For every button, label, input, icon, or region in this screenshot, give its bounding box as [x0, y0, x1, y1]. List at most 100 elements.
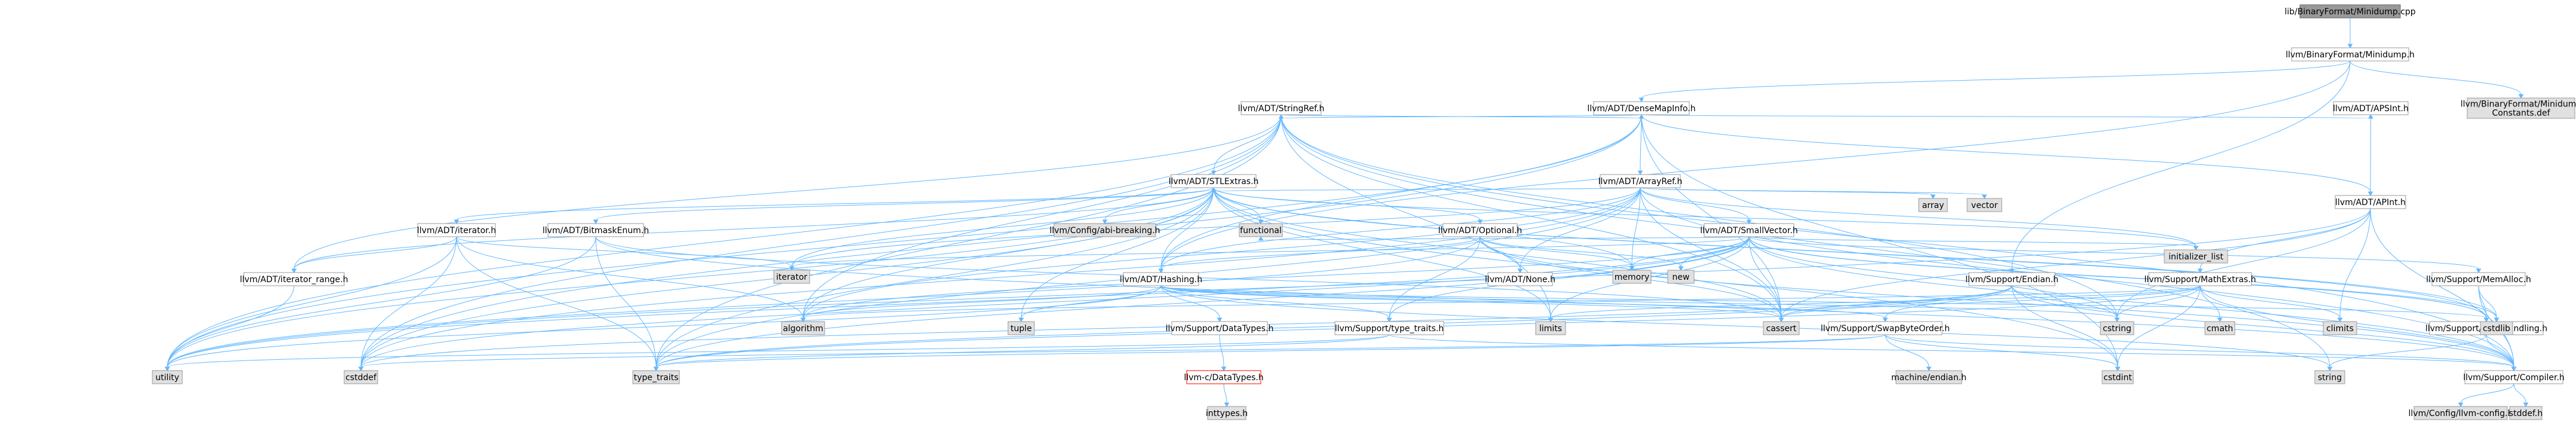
edge-iterator_h-to-cstddef	[360, 236, 457, 368]
node-box-utility	[152, 370, 183, 384]
edge-arrowhead-swapbyteorder-to-type_traits	[653, 366, 659, 371]
edge-mathextras-to-limits	[1550, 285, 2201, 319]
edge-iterator_range-to-utility	[167, 285, 295, 368]
node-apsint[interactable]: llvm/ADT/APSInt.h	[2333, 101, 2409, 115]
node-box-none	[1487, 272, 1553, 286]
node-type_traits_h[interactable]: llvm/Support/type_traits.h	[1334, 321, 1444, 335]
edge-smallvector-to-utility	[167, 236, 1750, 368]
node-limits: limits	[1535, 321, 1566, 335]
node-cstring: cstring	[2100, 321, 2134, 335]
edge-iterator_h-to-iterator	[456, 236, 792, 267]
edge-arrowhead-stringref-to-densemapinfo	[1638, 114, 1644, 119]
node-arrayref[interactable]: llvm/ADT/ArrayRef.h	[1598, 174, 1683, 188]
edge-endian-to-cstring	[2011, 285, 2118, 319]
node-densemapinfo[interactable]: llvm/ADT/DenseMapInfo.h	[1587, 101, 1696, 115]
node-optional[interactable]: llvm/ADT/Optional.h	[1438, 223, 1523, 237]
node-memalloc[interactable]: llvm/Support/MemAlloc.h	[2426, 272, 2531, 286]
node-llvm_config: llvm/Config/llvm-config.h	[2409, 406, 2513, 420]
node-cstdlib: cstdlib	[2480, 321, 2513, 335]
edge-arrowhead-stlextras-to-bitmaskenum	[593, 219, 599, 224]
node-box-inttypes	[1207, 406, 1246, 420]
edge-arrowhead-smallvector-to-memory	[1629, 266, 1635, 271]
node-box-mathextras	[2148, 272, 2252, 286]
edge-stlextras-to-cassert	[1213, 187, 1782, 319]
node-tuple: tuple	[1007, 321, 1035, 335]
node-iterator_range[interactable]: llvm/ADT/iterator_range.h	[240, 272, 348, 286]
node-label-new: new	[1673, 273, 1690, 282]
node-vector: vector	[1967, 198, 2002, 212]
node-iterator_h[interactable]: llvm/ADT/iterator.h	[417, 223, 496, 237]
node-label-minidump_def: Constants.def	[2492, 109, 2550, 118]
edge-stringref-to-algorithm	[802, 114, 1282, 319]
node-box-datatypes_h	[1171, 321, 1268, 335]
node-hashing[interactable]: llvm/ADT/Hashing.h	[1120, 272, 1202, 286]
edge-memalloc-to-cstdlib	[2478, 285, 2497, 319]
edge-minidump_h-to-minidump_def	[2350, 60, 2522, 95]
node-compiler[interactable]: llvm/Support/Compiler.h	[2463, 370, 2565, 384]
edge-arrowhead-hashing-to-type_traits_h	[1386, 317, 1392, 322]
node-box-cstddef	[344, 370, 378, 384]
node-bitmaskenum[interactable]: llvm/ADT/BitmaskEnum.h	[543, 223, 649, 237]
node-apint[interactable]: llvm/ADT/APInt.h	[2335, 195, 2406, 209]
node-mathextras[interactable]: llvm/Support/MathExtras.h	[2144, 272, 2256, 286]
node-box-optional	[1442, 223, 1518, 237]
node-box-cstdlib	[2480, 321, 2513, 335]
node-smallvector[interactable]: llvm/ADT/SmallVector.h	[1700, 223, 1798, 237]
node-label-array: array	[1922, 201, 1944, 210]
node-label-utility: utility	[155, 373, 179, 383]
node-label-cassert: cassert	[1766, 324, 1797, 334]
node-box-c_datatypes	[1186, 370, 1261, 384]
node-box-swapbyteorder	[1828, 321, 1943, 335]
node-label-endian: llvm/Support/Endian.h	[1965, 275, 2059, 285]
node-label-cmath: cmath	[2207, 324, 2233, 334]
node-label-datatypes_h: llvm/Support/DataTypes.h	[1166, 324, 1274, 334]
node-stringref[interactable]: llvm/ADT/StringRef.h	[1238, 101, 1325, 115]
edge-arrowhead-compiler-to-stddef	[2523, 402, 2529, 407]
edge-smallvector-to-cstdlib	[1748, 236, 2497, 319]
edge-smallvector-to-cstddef	[360, 236, 1750, 368]
edge-stlextras-to-iterator	[791, 187, 1214, 267]
node-minidump_h[interactable]: llvm/BinaryFormat/Minidump.h	[2286, 47, 2415, 62]
node-box-abibreaking	[1053, 223, 1156, 237]
node-none[interactable]: llvm/ADT/None.h	[1485, 272, 1555, 286]
node-functional: functional	[1239, 223, 1283, 237]
node-label-apint: llvm/ADT/APInt.h	[2335, 198, 2406, 207]
node-label-hashing: llvm/ADT/Hashing.h	[1120, 275, 1202, 285]
edge-optional-to-type_traits_h	[1389, 236, 1481, 319]
node-datatypes_h[interactable]: llvm/Support/DataTypes.h	[1166, 321, 1274, 335]
node-endian[interactable]: llvm/Support/Endian.h	[1965, 272, 2059, 286]
node-box-smallvector	[1704, 223, 1794, 237]
node-box-stlextras	[1171, 174, 1257, 188]
edge-smallvector-to-compiler	[1748, 236, 2514, 368]
edge-iterator_h-to-type_traits	[456, 236, 657, 368]
node-initializer_list: initializer_list	[2164, 249, 2228, 264]
edge-swapbyteorder-to-machine_endian	[1885, 334, 1929, 368]
node-new: new	[1667, 270, 1695, 284]
edge-arrayref-to-none	[1520, 187, 1641, 270]
node-label-minidump_h: llvm/BinaryFormat/Minidump.h	[2286, 50, 2415, 60]
edge-datatypes_h-to-c_datatypes	[1219, 334, 1224, 368]
edge-arrowhead-mathextras-to-cmath	[2217, 317, 2223, 322]
edge-hashing-to-cstring	[1160, 285, 2118, 319]
edge-arrayref-to-hashing	[1160, 187, 1641, 270]
edge-arrowhead-hashing-to-tuple	[1018, 317, 1024, 322]
node-label-cstdlib: cstdlib	[2483, 324, 2510, 334]
node-swapbyteorder[interactable]: llvm/Support/SwapByteOrder.h	[1821, 321, 1950, 335]
edge-arrowhead-apint-to-mathextras	[2197, 268, 2203, 273]
edge-apint-to-climits	[2339, 208, 2371, 319]
edge-minidump_h-to-hashing	[1160, 60, 2351, 270]
edge-arrowhead-errorhandling-to-compiler	[2511, 366, 2517, 371]
node-box-functional	[1239, 223, 1283, 237]
edge-stlextras-to-hashing	[1160, 187, 1214, 270]
edge-arrowhead-mathextras-to-limits	[1548, 317, 1554, 322]
edge-arrowhead-mathextras-to-algorithm	[800, 317, 806, 322]
node-label-machine_endian: machine/endian.h	[1891, 373, 1967, 383]
edge-stlextras-to-abibreaking	[1104, 187, 1214, 221]
edge-arrowhead-stlextras-to-abibreaking	[1102, 219, 1108, 224]
node-stlextras[interactable]: llvm/ADT/STLExtras.h	[1169, 174, 1259, 188]
node-label-limits: limits	[1539, 324, 1562, 334]
node-label-stlextras: llvm/ADT/STLExtras.h	[1169, 177, 1259, 186]
edge-stringref-to-type_traits	[656, 114, 1282, 368]
